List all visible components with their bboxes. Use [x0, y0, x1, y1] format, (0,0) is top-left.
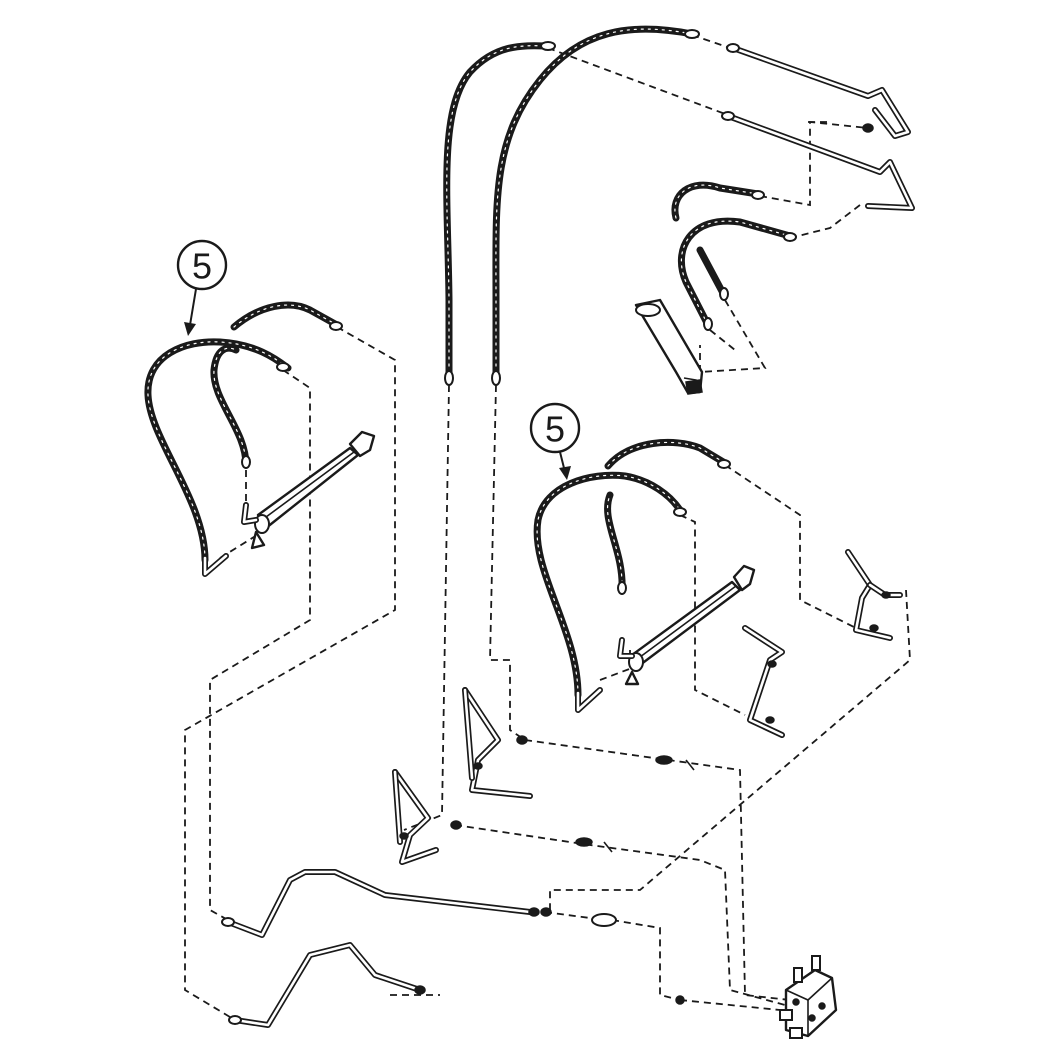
control-valve	[779, 955, 838, 1039]
middle-hose-inner	[604, 491, 635, 659]
upper-right-tube-b	[721, 111, 915, 211]
callout-circle	[176, 239, 228, 291]
upper-right-bracket	[634, 298, 704, 395]
middle-hose-outer	[533, 471, 687, 713]
left-hose-inner	[210, 344, 259, 525]
right-bent-tube-b	[742, 625, 785, 738]
upper-right-tube-a	[726, 43, 911, 139]
inline-fittings	[540, 755, 695, 1005]
lower-bent-tube-a	[462, 687, 533, 799]
bottom-tube-lower	[228, 942, 426, 1028]
upper-right-short-hoses	[671, 181, 797, 331]
callout-label: 5	[192, 246, 212, 287]
middle-cylinder	[624, 564, 756, 686]
left-hose-top	[230, 301, 343, 331]
callout-middle: 5	[529, 402, 581, 480]
left-cylinder	[250, 430, 376, 550]
callout-left: 5	[176, 239, 228, 336]
callout-label: 5	[545, 409, 565, 450]
middle-hose-top	[604, 438, 731, 470]
top-long-hose-left	[443, 41, 556, 386]
left-hose-outer	[144, 338, 292, 577]
bottom-tube-upper	[221, 869, 540, 938]
callout-circle	[529, 402, 581, 454]
leader-lines	[184, 34, 911, 1021]
top-long-hose-right	[491, 25, 700, 386]
lower-bent-tube-b	[392, 769, 462, 865]
right-bent-tube-a	[845, 549, 903, 641]
